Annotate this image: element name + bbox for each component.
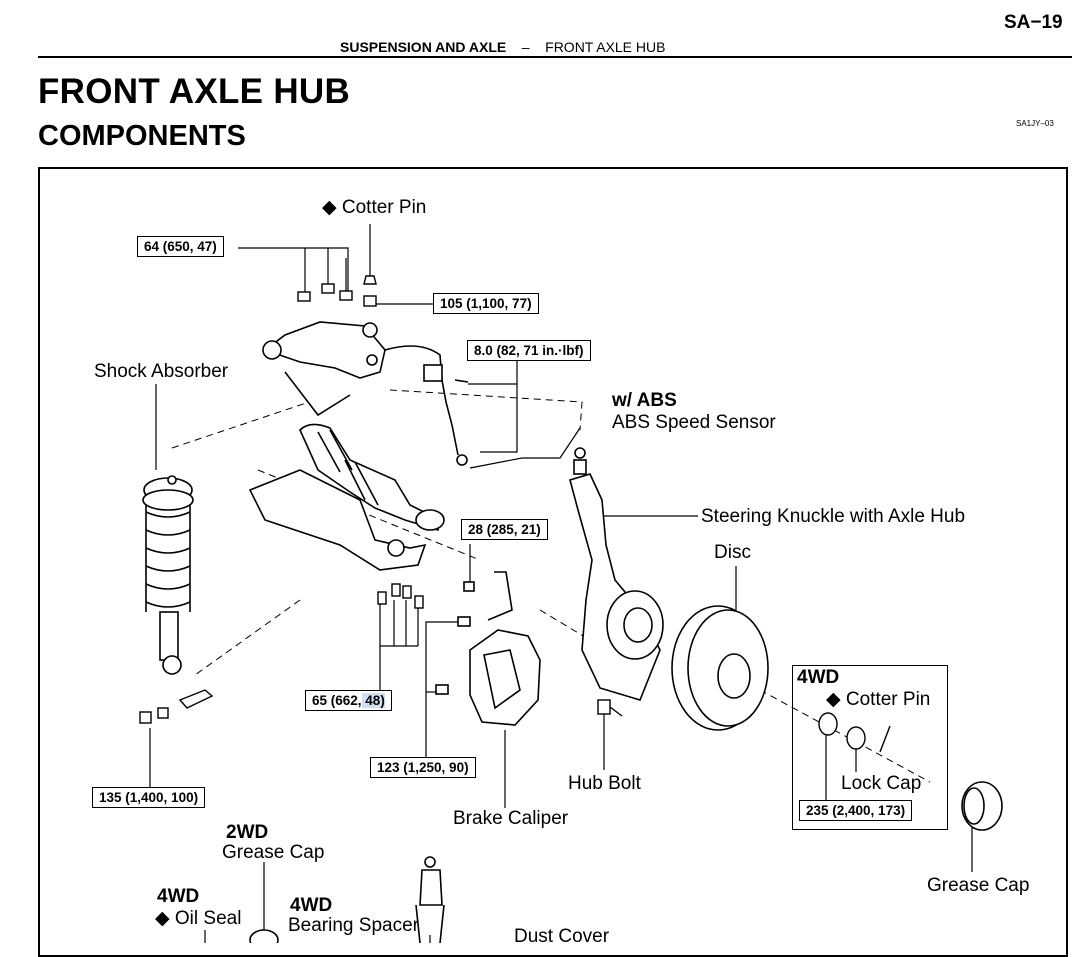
grease-cap-label: Grease Cap [927,875,1030,896]
abs-speed-sensor-label: ABS Speed Sensor [612,412,776,433]
torque-spec-lower-arm-part1: 65 (662, [312,693,362,708]
running-header-separator: – [521,39,530,55]
2wd-label: 2WD [226,822,269,843]
torque-spec-lower-arm-part2: 48) [361,693,385,708]
torque-spec-bracket-bolt: 28 (285, 21) [461,519,548,540]
oil-seal-label: ◆ Oil Seal [155,908,242,929]
abs-sensor [384,345,469,466]
torque-spec-upper-arm-nuts: 64 (650, 47) [137,236,224,257]
shock-absorber-label: Shock Absorber [94,361,229,382]
bearing-spacer-label: Bearing Spacer [288,915,419,936]
steering-knuckle-drawing [569,447,664,701]
shock-absorber-drawing [142,475,194,675]
top-nuts [297,275,377,307]
grease-cap-drawing [961,781,1003,831]
steering-knuckle-label: Steering Knuckle with Axle Hub [701,506,966,527]
page-title: FRONT AXLE HUB [38,72,351,111]
running-header-section: SUSPENSION AND AXLE [340,39,507,55]
bearing-spacer-variant-label: 4WD [290,895,333,916]
2wd-grease-cap-label: Grease Cap [222,842,325,863]
lower-arm-bolts [377,583,424,609]
hub-bolt-drawing [597,699,623,717]
leader-lines [149,224,973,943]
cotter-pin-label: ◆ Cotter Pin [322,197,427,218]
disc-drawing [671,605,769,731]
running-header-subsection: FRONT AXLE HUB [545,39,666,55]
dust-cover-label: Dust Cover [514,926,610,947]
w-abs-label: w/ ABS [612,390,677,411]
lock-cap-label: Lock Cap [841,773,922,794]
drive-shaft [299,423,445,532]
disc-label: Disc [714,542,751,563]
upper-arm [262,321,386,417]
brake-caliper-label: Brake Caliper [453,808,569,829]
torque-spec-lower-arm-bolts: 65 (662, 48) [305,690,392,711]
4wd-variant-box [792,665,948,830]
lower-arm [248,469,427,571]
hub-bolt-label: Hub Bolt [568,773,641,794]
page-number: SA−19 [1004,12,1063,33]
4wd-cotter-pin-label: ◆ Cotter Pin [826,689,931,710]
section-title: COMPONENTS [38,120,246,152]
lower-parts [249,856,445,943]
figure-code: SA1JY–03 [1016,119,1054,128]
torque-spec-abs-sensor: 8.0 (82, 71 in.·lbf) [467,340,591,361]
oil-seal-variant-label: 4WD [157,886,200,907]
brake-caliper-drawing [435,571,541,726]
4wd-label: 4WD [797,667,840,688]
torque-spec-caliper-bolts: 123 (1,250, 90) [370,757,476,778]
torque-spec-hub-nut: 235 (2,400, 173) [799,800,913,821]
shock-bolt [139,689,214,724]
variant-parts [818,712,891,753]
running-header: SUSPENSION AND AXLE – FRONT AXLE HUB [340,39,665,55]
torque-spec-shock-bolt: 135 (1,400, 100) [92,787,206,808]
header-rule [38,56,1072,58]
torque-spec-ball-joint-nut: 105 (1,100, 77) [433,293,539,314]
